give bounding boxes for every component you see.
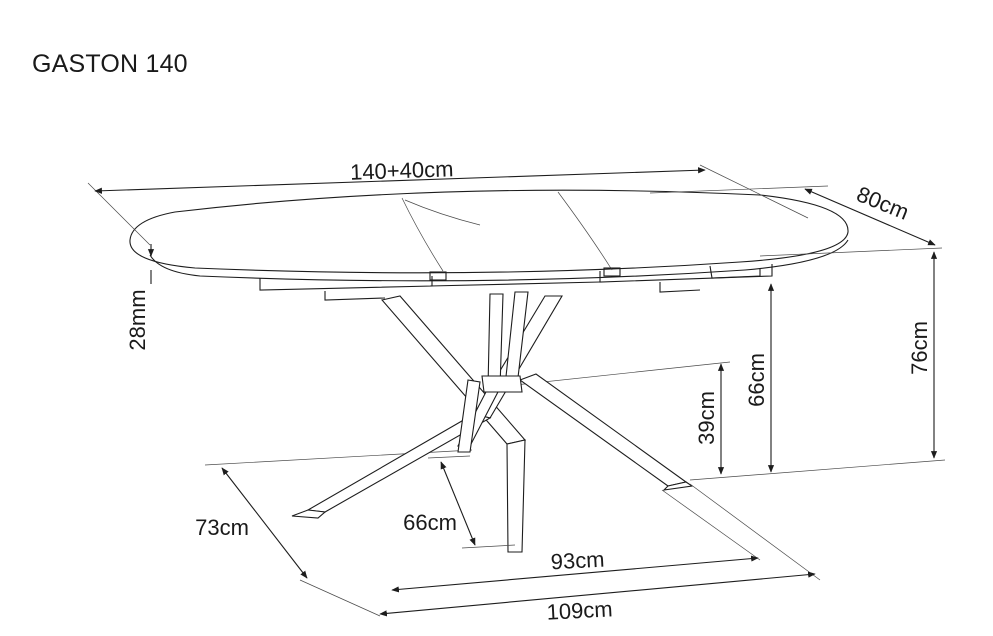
dimension-leg-spacing: 66cm [403,455,516,549]
table-top [129,189,849,301]
dimension-inner-span: 93cm [391,489,761,593]
label-inner-span: 93cm [550,547,605,575]
dimension-outer-span: 109cm [299,483,821,625]
table-legs [291,291,694,553]
label-top-thickness: 28mm [125,289,150,350]
dimension-joint-height: 39cm [694,363,725,475]
label-joint-height: 39cm [694,391,719,445]
floor-guides [204,361,946,481]
label-total-height: 76cm [907,321,932,375]
label-frame-height: 66cm [744,353,769,407]
product-title: GASTON 140 [32,50,188,78]
dimension-frame-height: 66cm [744,283,775,473]
label-width: 80cm [853,181,912,224]
label-outer-span: 109cm [546,596,613,624]
dimension-length: 140+40cm [87,156,809,246]
label-leg-spacing: 66cm [403,510,457,535]
dimension-top-thickness: 28mm [125,244,155,351]
dimension-floor-depth: 73cm [195,467,308,579]
dimension-total-height: 76cm [907,251,938,459]
label-floor-depth: 73cm [195,515,249,540]
label-length: 140+40cm [350,156,454,185]
